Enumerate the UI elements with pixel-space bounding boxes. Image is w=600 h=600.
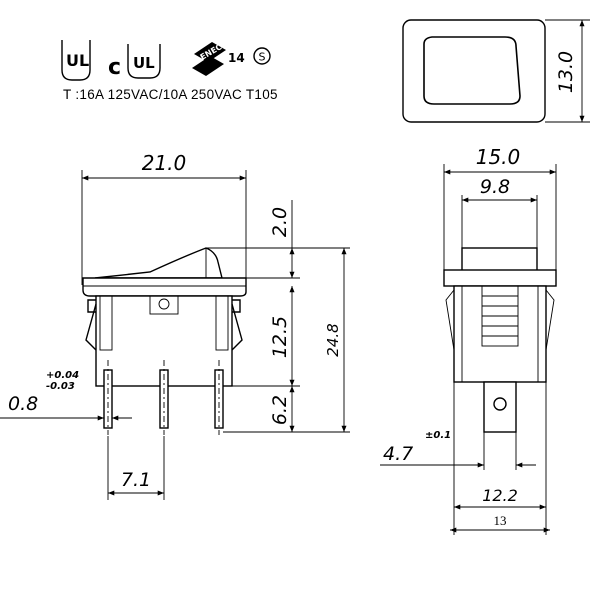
s-mark: S (253, 47, 271, 65)
front-height-label: 13.0 (555, 51, 577, 93)
body-height-label: 12.5 (269, 316, 291, 358)
end-body (453, 285, 547, 383)
terminal-width-label: 4.7 (383, 443, 413, 465)
rating-text: T :16A 125VAC/10A 250VAC T105 (63, 87, 278, 102)
enec-mark: ENEC 14 (192, 42, 245, 76)
flange (82, 277, 247, 297)
side-view: 21.0 2.0 12.5 (0, 151, 350, 500)
rocker-width-label: 9.8 (480, 176, 510, 198)
cul-mark: c UL (108, 44, 161, 80)
end-terminal (483, 381, 517, 433)
s-mark-text: S (259, 51, 266, 64)
end-rocker (461, 247, 538, 273)
ul-mark-text: UL (66, 51, 89, 70)
width-label: 21.0 (142, 151, 187, 175)
body-width-label: 12.2 (482, 486, 518, 505)
end-view: 15.0 9.8 4.7 ±0.1 (380, 145, 557, 535)
terminal-length-label: 6.2 (269, 395, 291, 425)
terminal-tolerance: ±0.1 (425, 430, 451, 441)
tolerance-plus: +0.04 (46, 370, 79, 381)
end-flange (443, 269, 557, 287)
cul-mark-text: UL (133, 54, 155, 72)
certification-marks: UL c UL ENEC 14 S (61, 40, 271, 81)
tolerance-minus: -0.03 (46, 381, 75, 392)
panel-cutout-label: 13 (494, 513, 507, 528)
overall-width-label: 15.0 (476, 145, 521, 169)
front-view: 13.0 (402, 19, 590, 123)
rocker-profile (94, 247, 223, 279)
ul-recognized-mark: UL (61, 40, 91, 81)
cul-prefix: c (108, 55, 121, 80)
terminal-pitch-label: 7.1 (121, 469, 151, 491)
enec-number: 14 (228, 51, 245, 65)
total-height-label: 24.8 (324, 323, 342, 356)
rocker-height-label: 2.0 (269, 207, 291, 237)
rocker-face (423, 36, 521, 105)
terminal-thickness-label: 0.8 (8, 393, 38, 415)
bezel-outline (402, 19, 546, 123)
